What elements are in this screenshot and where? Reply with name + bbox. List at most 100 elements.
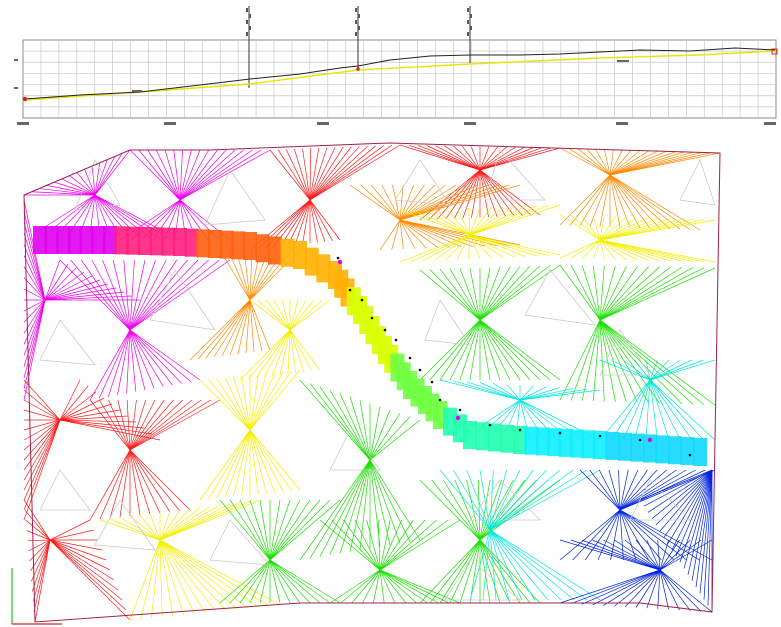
tin-edge [129, 329, 146, 391]
tin-edge [599, 267, 716, 321]
tin-edge [506, 383, 521, 401]
tin-edge [23, 419, 61, 461]
tin-edge [129, 259, 156, 331]
mid-point-marker[interactable] [356, 67, 360, 71]
tin-edge [69, 175, 96, 196]
tin-edge [599, 267, 682, 321]
tin-edge [126, 329, 131, 394]
tin-edge [179, 149, 253, 201]
channel-cell [643, 434, 657, 463]
tin-edge [59, 391, 97, 421]
station-tick-label [164, 122, 176, 125]
tin-edge [392, 184, 401, 221]
tin-fan [89, 399, 221, 521]
tin-edge [619, 469, 648, 511]
tin-edge [89, 399, 131, 451]
tin-edge [599, 174, 611, 227]
profile-marker-tick [358, 14, 360, 18]
tin-edge [159, 539, 216, 612]
tin-edge [271, 329, 291, 377]
tin-edge [44, 267, 77, 301]
tin-edge [399, 184, 489, 221]
tin-edge [469, 234, 561, 256]
tin-edge [108, 399, 131, 451]
tin-edge [479, 266, 521, 321]
tin-edge [129, 449, 151, 515]
tin-edge [159, 539, 270, 607]
tin-edge [98, 399, 131, 451]
tin-edge [239, 329, 291, 381]
profile-view [14, 6, 778, 125]
tin-edge [281, 299, 291, 331]
station-tick-label [464, 122, 476, 125]
tin-edge [479, 146, 499, 171]
tin-edge [519, 387, 561, 401]
tin-edge [675, 469, 713, 557]
tin-edge [49, 539, 111, 571]
tin-edge [269, 559, 301, 604]
tin-edge [657, 569, 661, 609]
tin-edge [249, 429, 292, 492]
tin-edge [659, 539, 669, 571]
tin-edge [54, 181, 96, 196]
channel-cell [114, 226, 129, 255]
tin-edge [419, 479, 481, 541]
tin-edge [469, 319, 481, 381]
tin-edge [129, 259, 178, 331]
tin-edge [309, 145, 384, 201]
tin-edge [379, 569, 439, 604]
channel-cell [268, 236, 282, 265]
tin-edge [599, 265, 605, 321]
tin-edge [619, 469, 658, 511]
tin-edge [609, 150, 650, 176]
tin-edge [599, 267, 694, 321]
tin-edge [599, 218, 693, 241]
tin-edge [247, 329, 291, 380]
tin-edge [31, 539, 51, 592]
tin-edge [408, 144, 481, 171]
tin-edge [309, 199, 318, 243]
channel-cell [161, 227, 176, 256]
survey-point [638, 438, 642, 442]
tin-edge [489, 469, 561, 531]
tin-edge [249, 429, 301, 491]
end-point-marker[interactable] [771, 48, 778, 55]
tin-edge [614, 569, 661, 607]
tin-edge [635, 569, 661, 608]
tin-edge [479, 479, 537, 541]
tin-edge [269, 559, 331, 604]
channel-cell [693, 438, 707, 466]
tin-edge [129, 399, 165, 451]
tin-edge [411, 209, 471, 236]
start-point-marker[interactable] [22, 96, 28, 102]
tin-edge [379, 569, 385, 604]
tin-edge [239, 559, 271, 604]
tin-edge [439, 319, 481, 381]
tin-edge [609, 174, 631, 228]
tin-edge [309, 144, 401, 201]
tin-edge [592, 569, 661, 606]
tin-edge [289, 299, 299, 331]
tin-edge [289, 299, 315, 331]
tin-edge [259, 559, 271, 604]
tin-edge [232, 429, 251, 497]
tin-edge [147, 149, 181, 201]
survey-point [558, 431, 562, 435]
tin-edge [44, 259, 61, 301]
tin-edge [23, 222, 46, 301]
tin-edge [461, 145, 481, 171]
tin-edge [609, 152, 721, 176]
tin-edge [84, 169, 96, 196]
tin-edge [129, 449, 191, 511]
tin-edge [221, 299, 251, 357]
tin-edge [399, 184, 510, 221]
tin-edge [49, 539, 131, 621]
tin-edge [471, 169, 481, 218]
tin-edge [255, 329, 291, 379]
channel-cell [280, 238, 295, 267]
tin-edge [309, 145, 368, 201]
tin-edge [151, 539, 161, 618]
tin-edge [379, 519, 414, 571]
tin-edge [479, 147, 561, 171]
